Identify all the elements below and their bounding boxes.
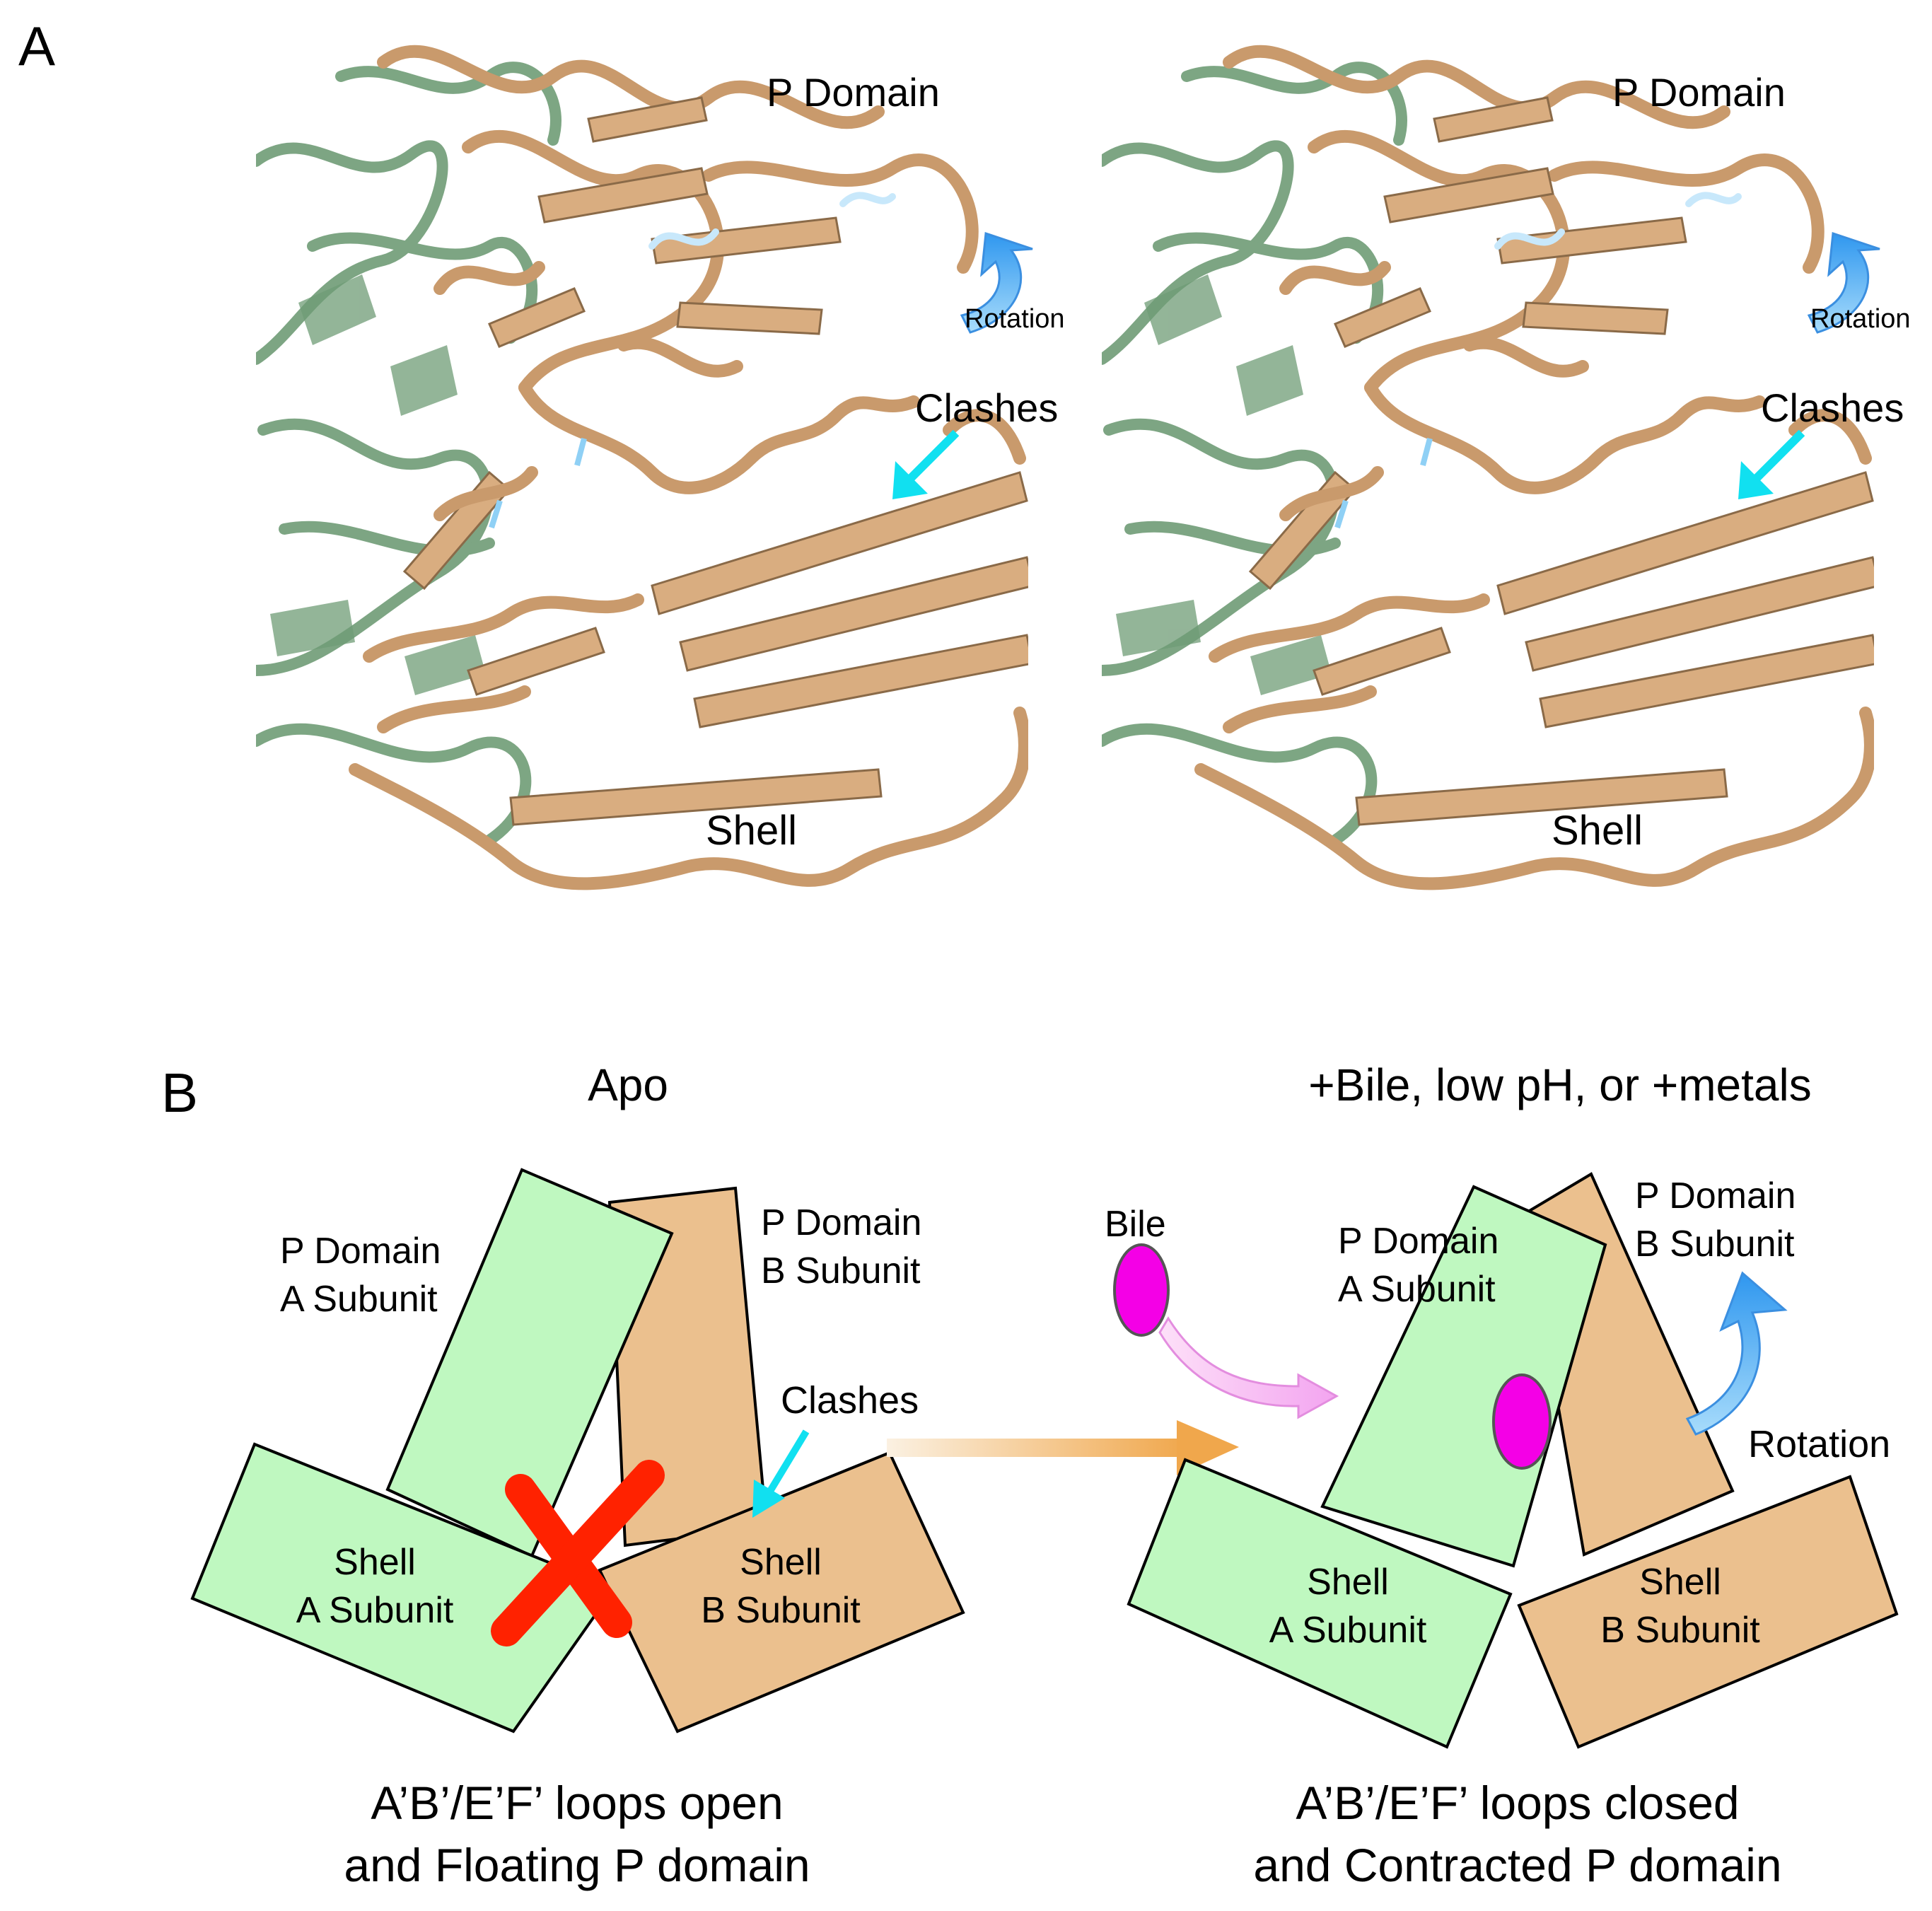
bound-shell-b-label-1: Shell bbox=[1639, 1562, 1721, 1603]
apo-shell-b-label-2: B Subunit bbox=[701, 1590, 861, 1631]
apo-shell-a-label-2: A Subunit bbox=[296, 1590, 454, 1631]
bound-rotation-label: Rotation bbox=[1748, 1423, 1890, 1465]
bound-shell-a-label-1: Shell bbox=[1307, 1562, 1389, 1603]
bound-title: +Bile, low pH, or +metals bbox=[1308, 1059, 1811, 1110]
bound-p-domain-b-label-2: B Subunit bbox=[1635, 1224, 1795, 1265]
apo-clashes-label: Clashes bbox=[781, 1379, 919, 1422]
panel-a-left-p-domain-label: P Domain bbox=[767, 70, 940, 115]
clash-arrow-icon bbox=[1738, 429, 1805, 499]
panel-a-right-clashes-label: Clashes bbox=[1761, 385, 1904, 430]
bound-p-domain-a-label-2: A Subunit bbox=[1338, 1269, 1496, 1310]
apo-p-domain-a-label-1: P Domain bbox=[280, 1231, 441, 1272]
apo-shell-a-box bbox=[190, 1442, 617, 1733]
rotation-arrow-icon bbox=[1807, 231, 1880, 334]
clash-arrow-icon bbox=[752, 1429, 810, 1518]
apo-p-domain-b-label-2: B Subunit bbox=[761, 1250, 921, 1291]
panel-a-right-shell-label: Shell bbox=[1552, 808, 1643, 854]
apo-p-domain-b-label-1: P Domain bbox=[761, 1202, 921, 1243]
bound-caption-line-1: A’B’/E’F’ loops closed bbox=[1296, 1777, 1739, 1829]
bile-binding-arrow-icon bbox=[1158, 1316, 1339, 1419]
red-x-icon bbox=[491, 1460, 665, 1646]
bile-molecule-icon bbox=[1113, 1243, 1170, 1337]
apo-caption-line-1: A’B’/E’F’ loops open bbox=[371, 1777, 783, 1829]
bound-bile-molecule-icon bbox=[1492, 1373, 1552, 1470]
rotation-arrow-icon bbox=[1685, 1271, 1788, 1436]
panel-a-right-p-domain-label: P Domain bbox=[1612, 70, 1786, 115]
bound-p-domain-a-label-1: P Domain bbox=[1338, 1221, 1499, 1262]
panel-b-letter: B bbox=[161, 1062, 198, 1124]
bound-shell-b-label-2: B Subunit bbox=[1600, 1610, 1760, 1651]
panel-a-left-clashes-label: Clashes bbox=[915, 385, 1058, 430]
rotation-arrow-icon bbox=[960, 231, 1033, 334]
bound-shell-a-box bbox=[1127, 1458, 1513, 1749]
apo-shell-b-label-1: Shell bbox=[740, 1542, 822, 1583]
bound-p-domain-a-box bbox=[1320, 1185, 1607, 1568]
panel-a-left-rotation-label: Rotation bbox=[965, 304, 1065, 334]
panel-a-right-rotation-label: Rotation bbox=[1810, 304, 1911, 334]
apo-caption-line-2: and Floating P domain bbox=[344, 1839, 810, 1891]
bile-label: Bile bbox=[1105, 1204, 1166, 1245]
panel-a-left-shell-label: Shell bbox=[706, 808, 797, 854]
bound-shell-b-box bbox=[1517, 1475, 1899, 1749]
bound-shell-a-label-2: A Subunit bbox=[1269, 1610, 1427, 1651]
clash-arrow-icon bbox=[892, 429, 960, 499]
panel-a-right-structure bbox=[1102, 34, 1880, 927]
apo-shell-b-box bbox=[598, 1451, 965, 1733]
apo-shell-a-label-1: Shell bbox=[334, 1542, 416, 1583]
bound-caption-line-2: and Contracted P domain bbox=[1253, 1839, 1781, 1891]
apo-title: Apo bbox=[588, 1059, 668, 1110]
panel-a-letter: A bbox=[18, 15, 55, 77]
panel-a-left-structure bbox=[256, 34, 1034, 927]
apo-p-domain-a-label-2: A Subunit bbox=[280, 1279, 438, 1320]
bound-p-domain-b-label-1: P Domain bbox=[1635, 1175, 1796, 1216]
